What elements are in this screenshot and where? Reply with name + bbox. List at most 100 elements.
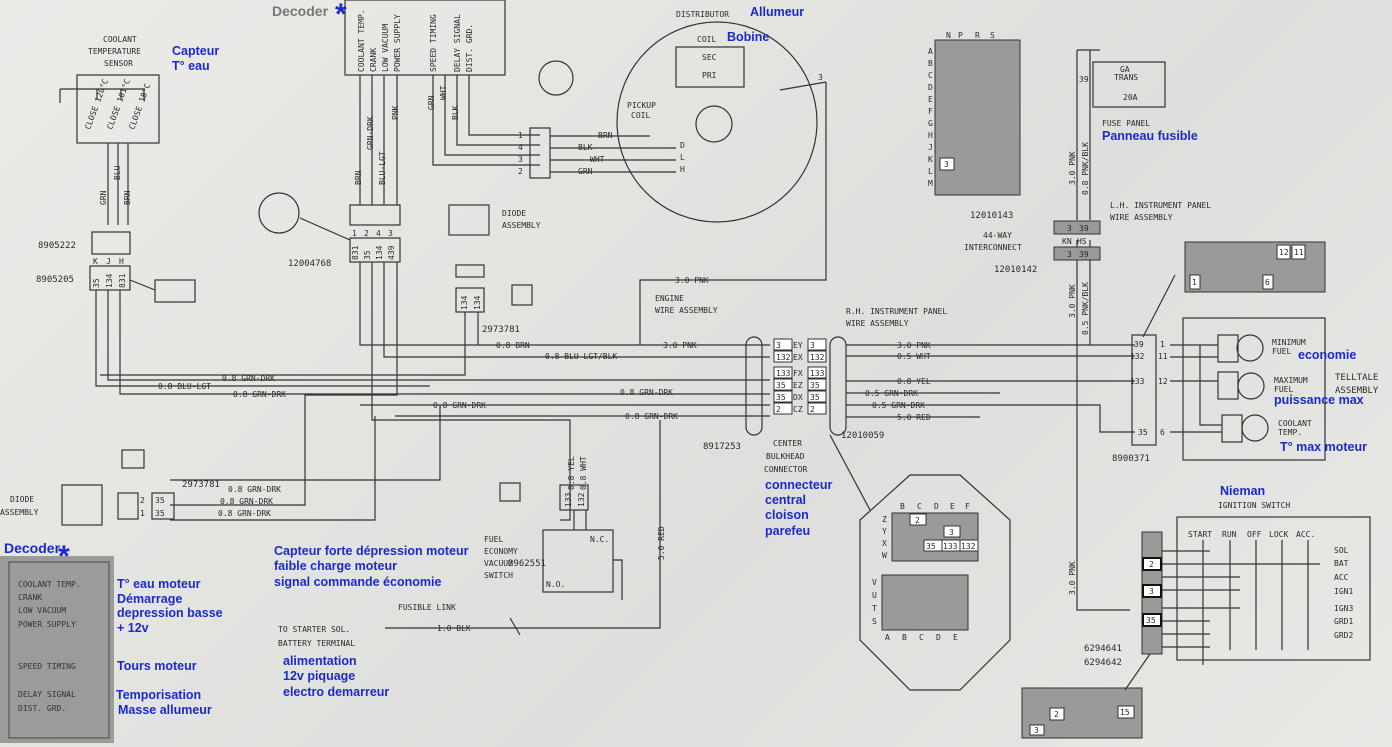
interconnect-label: 44-WAY <box>983 231 1012 240</box>
annotation: T° eau moteur <box>117 577 201 591</box>
bulkhead-right-cavity: 2 <box>810 405 815 414</box>
pin-letter: J <box>106 257 111 266</box>
bulkhead-cavity-id: FX <box>793 369 803 378</box>
terminal-label: SOL <box>1334 546 1349 555</box>
circuit-number: 134 <box>473 295 482 310</box>
terminal-label: IGN1 <box>1334 587 1353 596</box>
wire-label: 0.8 GRN-DRK <box>433 401 486 410</box>
bulkhead-right-cavity: 132 <box>810 353 825 362</box>
wire-label: 0.8 YEL <box>567 456 576 490</box>
part-number: 8900371 <box>1112 454 1150 464</box>
pin-number: 2 <box>518 167 523 176</box>
annotation: Panneau fusible <box>1102 129 1198 143</box>
wire-label: 0.8 GRN-DRK <box>220 497 273 506</box>
switch-label: FUEL <box>484 535 503 544</box>
engine-label: ENGINE <box>655 294 684 303</box>
part-number: 12010142 <box>994 265 1037 275</box>
wire-label: 0.8 PNK/BLK <box>1081 142 1090 195</box>
pin-label: COOLANT TEMP. <box>357 9 366 72</box>
col-letter: C <box>917 502 922 511</box>
row-letter: M <box>928 179 933 188</box>
row-letter: W <box>882 551 887 560</box>
diode-label: ASSEMBLY <box>502 221 541 230</box>
fuel-economy-vacuum-switch: 2962551 133 132 FUEL ECONOMY VACUUM SWIT… <box>484 482 623 600</box>
bulkhead-cavity-id: EY <box>793 341 803 350</box>
diode-label: DIODE <box>10 495 34 504</box>
bulkhead-left-cavity: 35 <box>776 381 786 390</box>
circuit-number: 35 <box>1138 428 1148 437</box>
row-letter: G <box>928 119 933 128</box>
pin-number: 2 <box>140 496 145 505</box>
coil-label: COIL <box>697 35 716 44</box>
circuit-number: 134 <box>460 295 469 310</box>
row-letter: D <box>928 83 933 92</box>
pin-label: SPEED TIMING <box>429 14 438 72</box>
position-label: START <box>1188 530 1212 539</box>
pin-number: 3 <box>518 155 523 164</box>
interconnect-44-way: 12010143 44-WAY INTERCONNECT 12010142 3 … <box>964 201 1211 275</box>
annotation: Bobine <box>727 30 769 44</box>
pickup-label: COIL <box>631 111 650 120</box>
cell-number: 35 <box>1146 616 1156 625</box>
interconnect-label: INTERCONNECT <box>964 243 1022 252</box>
wire-label: 3.0 PNK <box>675 276 709 285</box>
annotation: puissance max <box>1274 393 1364 407</box>
bulkhead-right-cavity: 3 <box>810 341 815 350</box>
wire-label: 5.0 RED <box>897 413 931 422</box>
rh-panel-label: R.H. INSTRUMENT PANEL <box>846 307 947 316</box>
annotation: connecteur <box>765 478 833 492</box>
pin-number: 1 <box>352 229 357 238</box>
part-number: 8905205 <box>36 275 74 285</box>
col-letter: B <box>902 633 907 642</box>
annotations: Capteur T° eau Allumeur Bobine Panneau f… <box>116 5 1367 717</box>
wire-label: 0.8 GRN-DRK <box>625 412 678 421</box>
annotation: parefeu <box>765 524 810 538</box>
rh-panel-label: WIRE ASSEMBLY <box>846 319 909 328</box>
annotation: central <box>765 493 806 507</box>
pin-number: 12 <box>1158 377 1168 386</box>
annotation: faible charge moteur <box>274 559 397 573</box>
wire-label: BLU-LGT <box>378 151 387 185</box>
circuit-number: 132 <box>577 492 586 507</box>
diode-assembly-top: DIODE ASSEMBLY 134 134 2973781 <box>100 204 541 376</box>
col-letter: F <box>965 502 970 511</box>
wire-label: 0.8 BLU-LGT/BLK <box>545 352 617 361</box>
terminal-letter: D <box>680 141 685 150</box>
pickup-label: PICKUP <box>627 101 656 110</box>
wire-label: 3.0 PNK <box>1068 284 1077 318</box>
decoder-top: Decoder * COOLANT TEMP. CRANK LOW VACUUM… <box>272 0 540 205</box>
cell-number: 3 <box>949 528 954 537</box>
row-letter: L <box>928 167 933 176</box>
part-number: 8917253 <box>703 442 741 452</box>
circuit-number: 134 <box>375 245 384 260</box>
sensor-title: SENSOR <box>104 59 133 68</box>
pin-label: DIST. GRD. <box>18 704 66 713</box>
row-letter: K <box>928 155 933 164</box>
cell-number: 133 <box>943 542 958 551</box>
circuit-number: 35 <box>155 496 165 505</box>
wire-harness: 0.8 BRN 3.0 PNK 0.8 BLU-LGT/BLK 0.8 GRN-… <box>95 262 770 560</box>
wire-label: GRN-DRK <box>366 116 375 150</box>
row-letter: F <box>928 107 933 116</box>
nc-label: N.C. <box>590 535 609 544</box>
cell-number: 3 <box>1034 726 1039 735</box>
circuit-number: 132 <box>1130 352 1145 361</box>
annotation: depression basse <box>117 606 223 620</box>
pin-label: DELAY SIGNAL <box>18 690 76 699</box>
ignition-title: IGNITION SWITCH <box>1218 501 1290 510</box>
wire-label: 0.5 WHT <box>897 352 931 361</box>
starter-feed: TO STARTER SOL. BATTERY TERMINAL FUSIBLE… <box>278 420 661 648</box>
wire-label: 0.5 PNK/BLK <box>1081 282 1090 335</box>
cavity-letter: KN <box>1062 237 1072 246</box>
pin-label: CRANK <box>369 48 378 72</box>
fuse-label: GA <box>1120 65 1130 74</box>
terminal-letter: H <box>680 165 685 174</box>
bulkhead-right-cavity: 35 <box>810 393 820 402</box>
circuit-number: 35 <box>155 509 165 518</box>
connector-12004768: 1 2 4 3 831 35 134 439 12004768 <box>258 60 574 269</box>
cell-number: 12 <box>1279 248 1289 257</box>
row-letter: S <box>872 617 877 626</box>
row-letter: U <box>872 591 877 600</box>
annotation: T° eau <box>172 59 210 73</box>
